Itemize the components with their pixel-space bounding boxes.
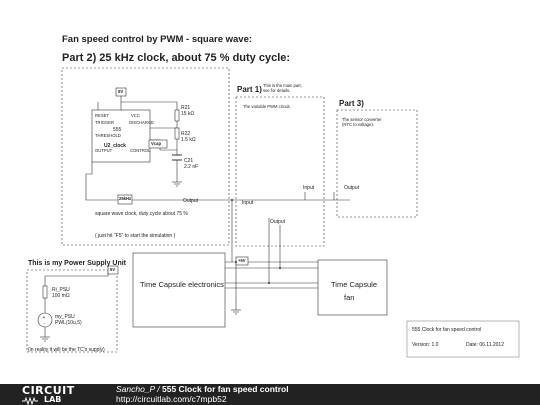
c21-label: C21 (184, 158, 194, 164)
psu-tag-label: 5V (110, 267, 116, 272)
supply-tag-5v (115, 87, 127, 97)
ic-name: U2_clock (104, 143, 126, 149)
vcap-label: Vcap (151, 141, 162, 146)
resistor-r22 (174, 127, 180, 140)
author-name[interactable]: Sancho_P (116, 384, 155, 394)
input-label-part1: Input (303, 185, 315, 191)
info-date: Date: 06.11.2012 (466, 342, 504, 348)
part3-sub: The sensor converter (NTC to voltage). (342, 117, 382, 127)
resistor-r21 (174, 109, 180, 122)
psu-note: (in reality it will be the TC's supply) (28, 347, 105, 353)
freq-tag (117, 194, 133, 205)
circuit-url[interactable]: http://circuitlab.com/c7mpb52 (116, 394, 227, 404)
vcap-tag (148, 139, 168, 149)
part1-label: Part 1) (237, 85, 262, 94)
circuitlab-logo-bottom: LAB (44, 395, 62, 404)
circuitlab-logo-icon (22, 397, 38, 405)
tc-fan-line1: Time Capsule (331, 280, 377, 289)
ic-pin-threshold: THRESHOLD (95, 133, 121, 138)
info-version: Version: 1.0 (412, 342, 439, 348)
ic-center-label: 555 (113, 127, 122, 133)
psu-tag (107, 265, 119, 275)
tc-fan-line2: fan (344, 293, 355, 302)
output-label-part3: Output (344, 185, 360, 191)
circuitlab-logo-top: CIRCUIT (22, 384, 75, 397)
part3-dashed-box (336, 109, 418, 218)
clock-caption: square wave clock, duty cycle about 75 % (95, 211, 188, 217)
ic-pin-discharge: DISCHARGE (129, 120, 154, 125)
ic-pin-control: CONTROL (130, 148, 151, 153)
resistor-ri-psu (42, 285, 48, 299)
psu-title: This is my Power Supply Unit (28, 260, 127, 267)
part2-dashed-box (61, 67, 230, 246)
info-box (406, 320, 520, 358)
footer-separator: / (154, 384, 163, 394)
ic-pin-vcc: VCC (131, 113, 140, 118)
part3-label: Part 3) (339, 99, 364, 108)
supply-label: 5V (118, 89, 124, 94)
ic-pin-trigger: TRIGGER (95, 120, 115, 125)
clock-output-label: Output (183, 198, 199, 204)
ri-psu-label: Ri_PSU (52, 287, 70, 293)
input-label-main: Input (242, 200, 254, 206)
svg-text:-: - (44, 321, 46, 327)
part1-note: This is the main part, see for details. (263, 83, 302, 93)
ic-pin-output: OUTPUT (95, 148, 113, 153)
r21-value: 15 kΩ (181, 111, 195, 117)
vcc-tag-label: +5V (238, 258, 246, 263)
psu-source-value: PWL(10u,5) (55, 320, 82, 326)
part2-title: Part 2) 25 kHz clock, about 75 % duty cy… (62, 52, 291, 64)
author-link[interactable]: Sancho_P / 555 Clock for fan speed contr… (116, 385, 289, 394)
part1-sub: The variable PWM circuit. (243, 104, 291, 109)
psu-source-label: my_PSU (55, 314, 75, 320)
info-title: 555 Clock for fan speed control (412, 327, 482, 333)
r22-value: 1.5 kΩ (181, 137, 196, 143)
tc-electronics-box (132, 252, 226, 328)
freq-label: 25kHz (119, 196, 132, 201)
r22-label: R22 (181, 131, 191, 137)
footer-bar: CIRCUIT LAB Sancho_P / 555 Clock for fan… (0, 384, 540, 405)
svg-text:+: + (43, 315, 46, 321)
r21-label: R21 (181, 105, 191, 111)
ri-psu-value: 100 mΩ (52, 293, 70, 299)
tc-fan-box (317, 259, 388, 316)
ic-pin-reset: RESET (95, 113, 109, 118)
simulation-hint: ( just hit "F5" to start the simulation … (95, 233, 176, 239)
page-title: Fan speed control by PWM - square wave: (62, 34, 253, 45)
psu-dashed-box (26, 269, 118, 353)
tc-electronics-label: Time Capsule electronics (140, 280, 224, 289)
c21-value: 2.2 nF (184, 164, 199, 170)
output-label-part1: Output (270, 219, 286, 225)
circuit-name[interactable]: 555 Clock for fan speed control (162, 384, 289, 394)
